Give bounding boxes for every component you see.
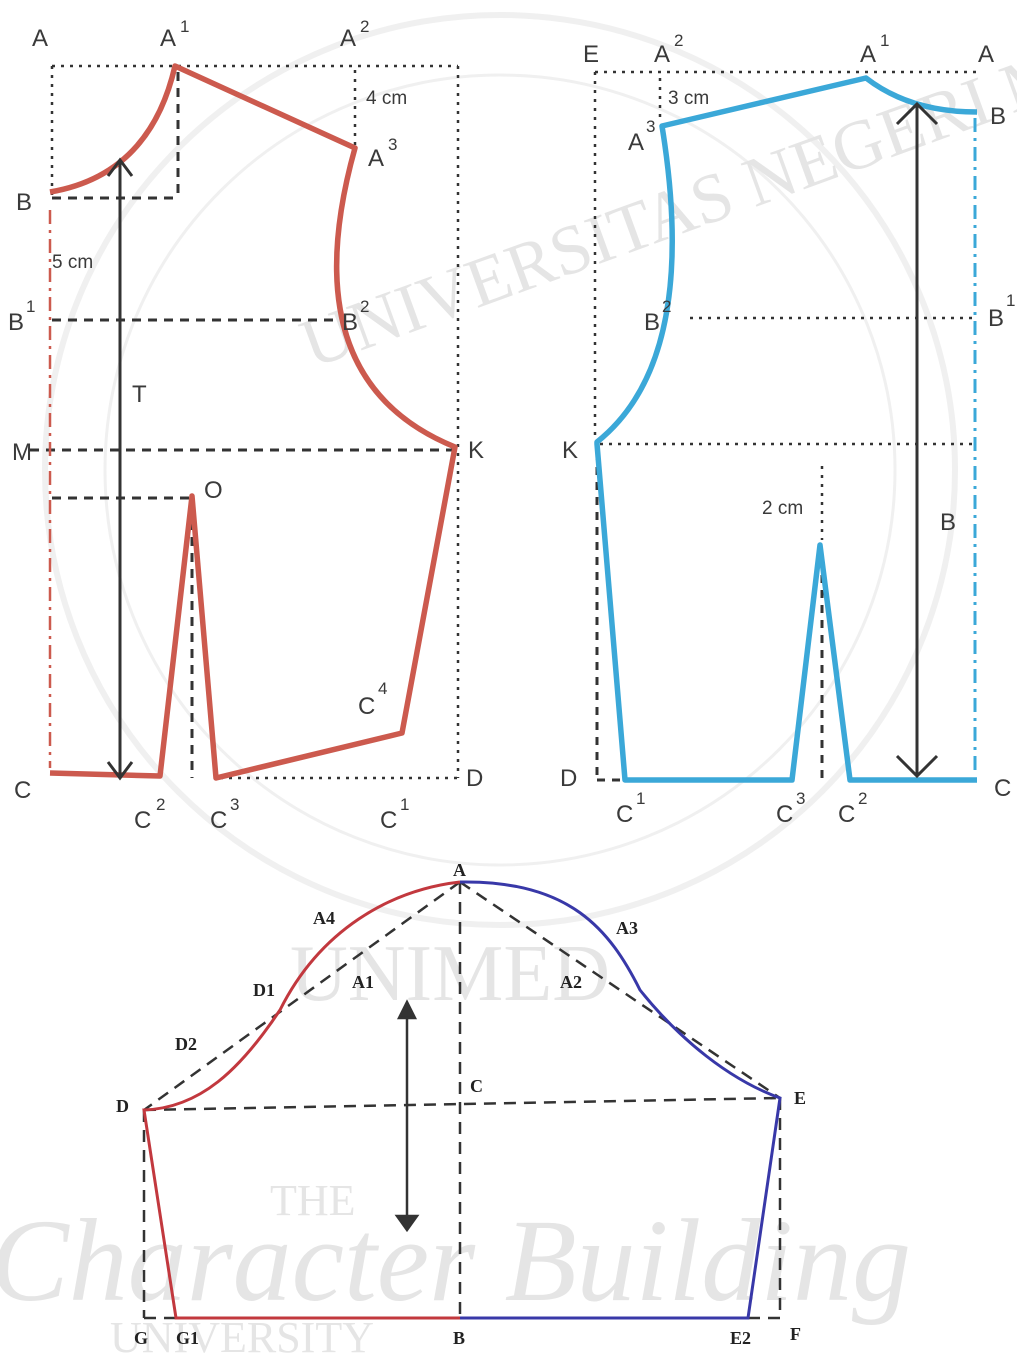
front-label-o: O <box>204 477 223 504</box>
front-label-b2-sup: 2 <box>360 297 369 316</box>
front-label-b1-sup: 1 <box>26 297 35 316</box>
back-label-b1-sup: 1 <box>1006 291 1015 310</box>
back-dashed-guides <box>595 452 824 782</box>
front-bodice: A A 1 A 2 4 cm A 3 B 5 cm B 1 B 2 T M K … <box>8 17 484 834</box>
back-label-b: B <box>990 103 1006 130</box>
back-dotted-guides <box>593 70 978 540</box>
sleeve-label-e2: E2 <box>730 1328 751 1348</box>
front-label-b: B <box>16 189 32 216</box>
sleeve-label-b: B <box>453 1328 465 1348</box>
front-label-t: T <box>132 381 147 408</box>
watermark-the: THE <box>270 1176 356 1225</box>
back-label-c: C <box>994 775 1011 802</box>
sleeve-back-outline <box>459 880 782 1320</box>
sleeve-label-g: G <box>134 1328 148 1348</box>
front-label-k: K <box>468 437 484 464</box>
front-label-a3: A <box>368 145 384 172</box>
front-measure-4cm: 4 cm <box>366 88 407 109</box>
back-label-b2-sup: 2 <box>662 297 671 316</box>
back-label-a2: A <box>654 41 670 68</box>
front-label-c2: C <box>134 807 151 834</box>
back-bodice-outline <box>594 75 978 783</box>
back-label-a1: A <box>860 41 876 68</box>
sleeve-label-a4: A4 <box>313 908 335 928</box>
sleeve-front-outline <box>142 880 461 1320</box>
sleeve-label-g1: G1 <box>176 1328 199 1348</box>
back-label-b-mid: B <box>940 509 956 536</box>
front-label-d: D <box>466 765 483 792</box>
front-label-b2: B <box>342 309 358 336</box>
front-label-c3: C <box>210 807 227 834</box>
back-length-arrow <box>895 101 939 779</box>
front-label-a1-sup: 1 <box>180 17 189 36</box>
watermark-ring-outer <box>42 12 958 928</box>
sleeve-label-c: C <box>470 1076 483 1096</box>
front-label-a2-sup: 2 <box>360 17 369 36</box>
sleeve-label-a: A <box>453 860 466 880</box>
back-label-c1-sup: 1 <box>636 789 645 808</box>
sleeve-grain-arrow <box>394 999 420 1233</box>
front-label-c: C <box>14 777 31 804</box>
front-label-a1: A <box>160 25 176 52</box>
back-label-k: K <box>562 437 578 464</box>
back-label-a3: A <box>628 129 644 156</box>
sleeve-label-d1: D1 <box>253 980 275 1000</box>
watermark-university: UNIVERSITY <box>110 1313 374 1355</box>
back-bodice: E A 2 A 1 A 3 cm B A 3 B 2 B 1 K 2 cm B … <box>560 31 1015 828</box>
back-label-b2: B <box>644 309 660 336</box>
front-label-c2-sup: 2 <box>156 795 165 814</box>
front-label-a3-sup: 3 <box>388 135 397 154</box>
back-label-a1-sup: 1 <box>880 31 889 50</box>
front-label-b1: B <box>8 309 24 336</box>
back-label-c3: C <box>776 801 793 828</box>
back-measure-3cm: 3 cm <box>668 88 709 109</box>
sleeve-label-d2: D2 <box>175 1034 197 1054</box>
back-label-a: A <box>978 41 994 68</box>
sleeve-label-a1: A1 <box>352 972 374 992</box>
front-label-c1-sup: 1 <box>400 795 409 814</box>
sleeve-guides <box>142 880 782 1320</box>
front-label-c3-sup: 3 <box>230 795 239 814</box>
back-label-d: D <box>560 765 577 792</box>
sleeve-label-f: F <box>790 1324 801 1344</box>
front-measure-5cm: 5 cm <box>52 252 93 273</box>
back-label-e: E <box>583 41 599 68</box>
back-label-c3-sup: 3 <box>796 789 805 808</box>
back-label-c2: C <box>838 801 855 828</box>
watermark-ring-inner <box>103 73 897 867</box>
sleeve-label-d: D <box>116 1096 129 1116</box>
sleeve-label-a3: A3 <box>616 918 638 938</box>
sleeve: A A4 A3 A1 A2 D1 D2 D C E G G1 B E2 F <box>116 860 806 1348</box>
back-label-c2-sup: 2 <box>858 789 867 808</box>
front-label-c4: C <box>358 693 375 720</box>
front-label-a: A <box>32 25 48 52</box>
front-label-c4-sup: 4 <box>378 679 387 698</box>
back-label-c1: C <box>616 801 633 828</box>
back-measure-2cm: 2 cm <box>762 498 803 519</box>
back-label-a3-sup: 3 <box>646 117 655 136</box>
back-label-b1: B <box>988 305 1004 332</box>
watermark-script: Character Building <box>0 1195 911 1326</box>
front-label-a2: A <box>340 25 356 52</box>
sleeve-label-e: E <box>794 1088 806 1108</box>
front-guides <box>50 64 460 780</box>
watermark-center-text: UNIMED <box>290 930 610 1018</box>
front-dashed-guides <box>30 72 458 778</box>
back-label-a2-sup: 2 <box>674 31 683 50</box>
front-label-c1: C <box>380 807 397 834</box>
front-label-m: M <box>12 439 32 466</box>
front-length-arrow <box>106 157 134 781</box>
front-bodice-outline <box>49 63 458 781</box>
sleeve-label-a2: A2 <box>560 972 582 992</box>
